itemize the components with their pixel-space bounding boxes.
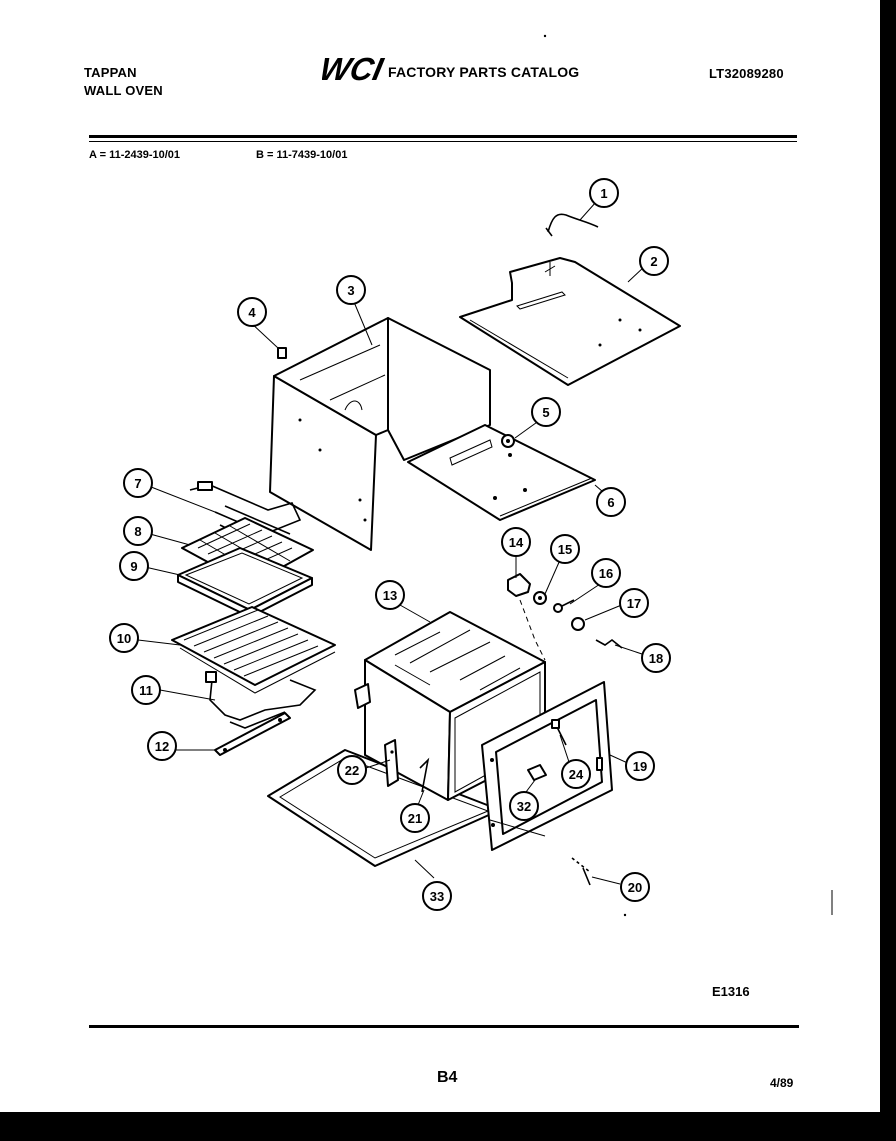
callout-17: 9 <box>119 551 149 581</box>
header-rule-thick <box>89 135 797 138</box>
part-4-screw <box>553 599 575 613</box>
callout-6: 18 <box>641 643 671 673</box>
part-7-screw <box>571 857 591 886</box>
part-11-top-panel <box>459 257 681 386</box>
callout-15: 7 <box>123 468 153 498</box>
svg-text:12: 12 <box>155 739 169 754</box>
part-10-bottom-panel <box>407 424 596 521</box>
catalog-number: LT32089280 <box>709 66 784 81</box>
svg-text:19: 19 <box>633 759 647 774</box>
svg-text:9: 9 <box>130 559 137 574</box>
svg-text:11: 11 <box>139 683 153 698</box>
svg-text:32: 32 <box>517 799 531 814</box>
callout-11: 2 <box>639 246 669 276</box>
part-13-cabinet-wrapper <box>269 317 491 551</box>
part-19-bake-element <box>205 671 317 729</box>
drawing-code: E1316 <box>712 984 750 999</box>
revision-date: 4/89 <box>770 1076 794 1090</box>
part-2-knob <box>507 573 531 597</box>
callout-10: 6 <box>596 487 626 517</box>
part-24-latch <box>551 719 567 746</box>
part-18-oven-rack <box>171 606 336 694</box>
svg-text:21: 21 <box>408 811 422 826</box>
part-20-bracket <box>214 712 291 756</box>
svg-text:16: 16 <box>599 566 613 581</box>
callout-33: 33 <box>422 881 452 911</box>
footer-rule <box>89 1025 799 1028</box>
exploded-view-diagram: 1 2 3 4 5 6 7 8 9 10 11 12 13 14 15 16 1… <box>109 34 833 917</box>
svg-text:20: 20 <box>628 880 642 895</box>
svg-text:2: 2 <box>650 254 657 269</box>
svg-text:8: 8 <box>134 524 141 539</box>
wci-logo: WCI <box>322 52 387 84</box>
parts-sheet: TAPPAN WALL OVEN WCI FACTORY PARTS CATAL… <box>0 0 880 1112</box>
svg-text:18: 18 <box>649 651 663 666</box>
model-a: A = 11-2439-10/01 <box>89 149 181 161</box>
svg-text:24: 24 <box>569 767 584 782</box>
part-9-grommet <box>501 434 515 448</box>
part-17-broiler-pan <box>177 547 313 618</box>
svg-text:17: 17 <box>627 596 641 611</box>
svg-text:5: 5 <box>542 405 549 420</box>
brand-line-1: TAPPAN <box>84 65 137 80</box>
model-b: B = 11-7439-10/01 <box>256 149 348 161</box>
callout-13: 3 <box>336 275 366 305</box>
callout-14: 4 <box>237 297 267 327</box>
part-3-bezel <box>533 591 547 605</box>
callout-24: 24 <box>561 759 591 789</box>
part-21-bracket <box>419 757 430 793</box>
header-rule-thin <box>89 141 797 142</box>
svg-text:7: 7 <box>134 476 141 491</box>
callout-18: 10 <box>109 623 139 653</box>
callout-19: 11 <box>131 675 161 705</box>
callout-5: 17 <box>619 588 649 618</box>
callout-9: 5 <box>531 397 561 427</box>
svg-text:33: 33 <box>430 889 444 904</box>
callout-4: 16 <box>591 558 621 588</box>
part-32-latch-bracket <box>527 764 547 781</box>
svg-text:10: 10 <box>117 631 131 646</box>
callout-20: 12 <box>147 731 177 761</box>
callout-22: 22 <box>337 755 367 785</box>
part-5-light-socket <box>571 617 585 631</box>
svg-text:14: 14 <box>509 535 524 550</box>
svg-text:13: 13 <box>383 588 397 603</box>
part-6-clip <box>595 638 623 649</box>
callout-1: 13 <box>375 580 405 610</box>
part-22-hinge <box>384 739 399 787</box>
svg-text:15: 15 <box>558 542 572 557</box>
svg-text:4: 4 <box>248 305 256 320</box>
leader-lines <box>137 201 646 885</box>
svg-text:6: 6 <box>607 495 614 510</box>
callout-2: 14 <box>501 527 531 557</box>
callout-12: 1 <box>589 178 619 208</box>
part-14-clip <box>277 347 287 359</box>
svg-text:22: 22 <box>345 763 359 778</box>
page-number: B4 <box>437 1069 458 1086</box>
callout-21: 21 <box>400 803 430 833</box>
callout-8: 19 <box>625 751 655 781</box>
svg-text:1: 1 <box>600 186 607 201</box>
callout-16: 8 <box>123 516 153 546</box>
brand-line-2: WALL OVEN <box>84 83 163 98</box>
callout-3: 15 <box>550 534 580 564</box>
callout-7: 20 <box>620 872 650 902</box>
part-12-wire <box>545 213 599 237</box>
catalog-title: FACTORY PARTS CATALOG <box>388 64 580 80</box>
svg-text:3: 3 <box>347 283 354 298</box>
callout-32: 32 <box>509 791 539 821</box>
wci-logo-text: WCI <box>322 52 387 84</box>
